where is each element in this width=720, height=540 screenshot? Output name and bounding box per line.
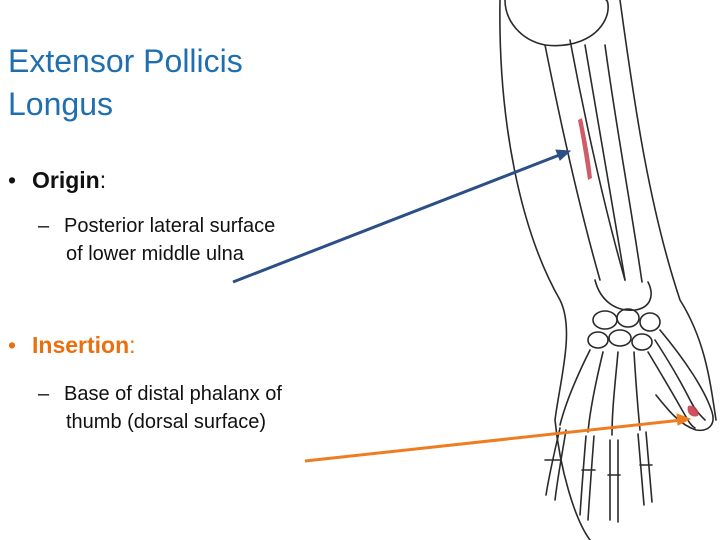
origin-arrow: [232, 149, 572, 284]
insertion-bullet-mark: •: [8, 332, 17, 358]
title-line-2: Longus: [8, 86, 113, 122]
arm-outline-right: [619, 0, 717, 421]
insertion-detail-line-1: Base of distal phalanx of: [64, 383, 282, 405]
origin-dash: –: [38, 215, 50, 237]
insertion-detail: –Base of distal phalanx of thumb (dorsal…: [38, 380, 282, 436]
insertion-arrow: [304, 413, 692, 463]
ulna-bone: [544, 39, 626, 281]
insertion-detail-line-2: thumb (dorsal surface): [66, 411, 267, 433]
arm-outline: [499, 0, 591, 540]
finger-bones: [544, 427, 653, 523]
humerus-end: [504, 0, 609, 47]
origin-detail-line-2: of lower middle ulna: [66, 243, 244, 265]
origin-bullet-mark: •: [8, 167, 17, 193]
epl-insertion-highlight: [687, 405, 699, 417]
thumb-outline: [655, 329, 714, 432]
epl-origin-highlight: [578, 118, 592, 180]
carpal-bones: [587, 308, 661, 351]
title-line-1: Extensor Pollicis: [8, 43, 243, 79]
insertion-colon: :: [129, 332, 136, 358]
thumb-bones: [647, 339, 706, 429]
insertion-dash: –: [38, 383, 50, 405]
insertion-keyword: Insertion: [32, 332, 130, 358]
origin-detail: –Posterior lateral surface of lower midd…: [38, 212, 275, 268]
origin-keyword: Origin: [32, 167, 100, 193]
slide-title: Extensor Pollicis Longus: [8, 40, 328, 126]
origin-colon: :: [99, 167, 107, 193]
metacarpal-bones: [559, 349, 641, 436]
wrist-end: [594, 279, 652, 311]
origin-detail-line-1: Posterior lateral surface: [64, 215, 276, 237]
origin-bullet: • Origin:: [8, 167, 106, 194]
insertion-bullet: • Insertion:: [8, 332, 136, 359]
radius-bone: [584, 44, 643, 283]
